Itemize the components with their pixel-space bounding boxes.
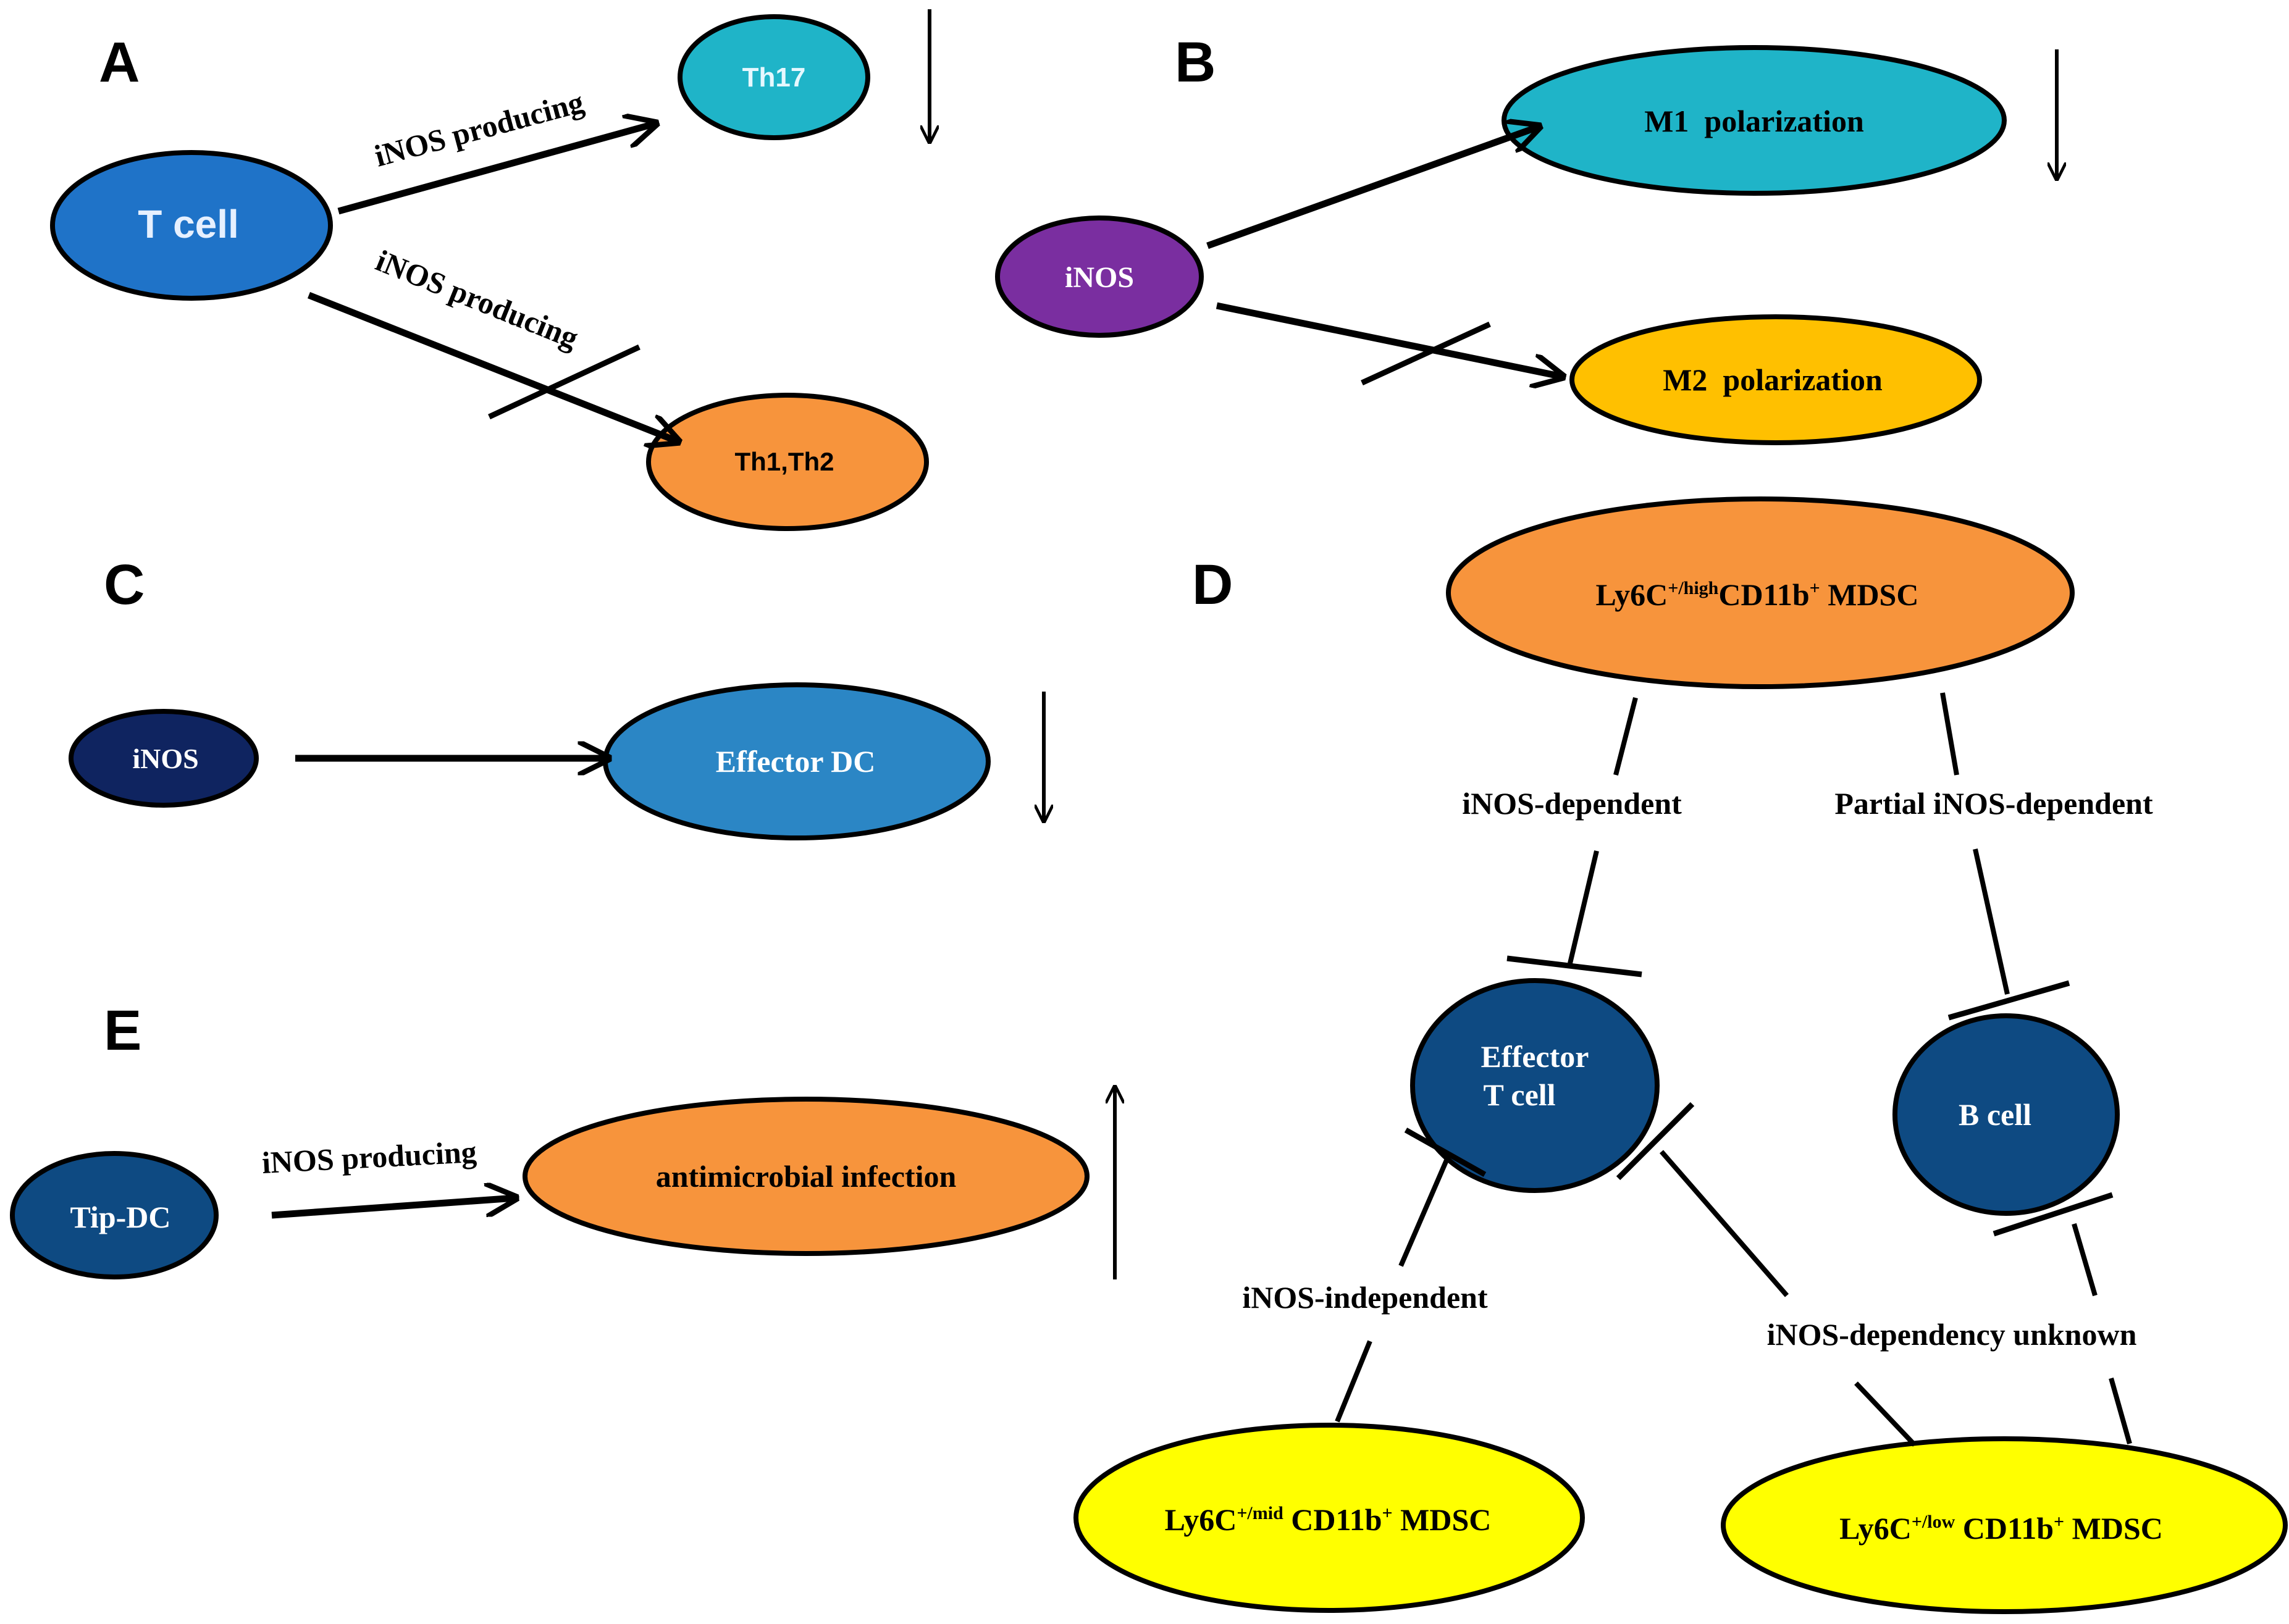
th17-node	[678, 14, 870, 140]
panel-e: E Tip-DC antimicrobial infection iNOS pr…	[10, 999, 1115, 1279]
inhibit-line-low-to-b-lower	[2109, 1377, 2132, 1445]
panel-e-letter: E	[104, 999, 141, 1062]
inhibit-line-high-to-b-lower	[1973, 848, 2010, 995]
tip-dc-label: Tip-DC	[70, 1200, 170, 1234]
mdsc-mid-node	[1073, 1423, 1585, 1613]
inhibit-line-low-to-t-upper	[1659, 1150, 1789, 1297]
t-cell-node	[50, 150, 333, 301]
b-cell-node	[1892, 1013, 2120, 1216]
panel-d-letter: D	[1192, 553, 1233, 616]
edge-label-independent: iNOS-independent	[1242, 1280, 1488, 1315]
inhibit-line-low-to-b-upper	[2072, 1223, 2098, 1297]
inhibit-bar-b-top	[1947, 980, 2070, 1021]
panel-a-letter: A	[99, 31, 140, 94]
inos-label-b: iNOS	[1065, 261, 1134, 294]
panel-c: C iNOS Effector DC	[69, 553, 1044, 840]
inhibit-bar-t-top	[1506, 955, 1642, 977]
m2-label: M2 polarization	[1663, 362, 1883, 397]
effector-dc-label: Effector DC	[716, 744, 876, 779]
inhibit-line-low-to-t-lower	[1854, 1381, 1917, 1447]
m1-label: M1 polarization	[1644, 104, 1864, 138]
arrow-tcell-th1th2	[307, 291, 678, 442]
th1-th2-node	[646, 393, 929, 531]
edge-label-unknown: iNOS-dependency unknown	[1767, 1317, 2137, 1352]
infection-label: antimicrobial infection	[656, 1159, 957, 1194]
mdsc-low-label: Ly6C+/low CD11b+ MDSC	[1839, 1511, 2163, 1546]
mdsc-high-label: Ly6C+/highCD11b+ MDSC	[1596, 577, 1919, 612]
inhibit-bar-b-bottom	[1993, 1192, 2114, 1237]
inos-node-c	[69, 709, 259, 808]
block-mark-m2	[1361, 321, 1491, 386]
th17-label: Th17	[742, 62, 806, 93]
arrow-inos-m1	[1206, 127, 1539, 249]
mdsc-low-node	[1721, 1436, 2288, 1614]
inhibit-line-high-to-b-upper	[1940, 692, 1959, 776]
inhibit-bar-t-left	[1404, 1128, 1487, 1177]
inhibit-line-mid-to-t-upper	[1398, 1155, 1451, 1267]
panel-b-letter: B	[1175, 31, 1216, 94]
inhibit-line-high-to-t-upper	[1613, 697, 1638, 776]
edge-label-upper: iNOS producing	[371, 85, 587, 174]
inhibit-line-mid-to-t-lower	[1335, 1340, 1372, 1423]
edge-label-lower: iNOS producing	[371, 243, 583, 355]
inhibit-line-high-to-t-lower	[1568, 850, 1599, 964]
effector-t-cell-label-2: T cell	[1483, 1078, 1555, 1112]
t-cell-label: T cell	[138, 202, 239, 246]
inos-label-c: iNOS	[132, 743, 198, 774]
edge-label-dependent: iNOS-dependent	[1462, 786, 1682, 821]
edge-label-partial: Partial iNOS-dependent	[1834, 786, 2153, 821]
m2-node	[1569, 314, 1982, 445]
mdsc-mid-label: Ly6C+/mid CD11b+ MDSC	[1165, 1502, 1492, 1537]
panel-a: A T cell Th17 Th1,Th2 iNOS producing iNO…	[50, 9, 930, 531]
effector-t-cell-node	[1410, 978, 1660, 1193]
infection-node	[523, 1097, 1090, 1256]
panel-d: D Ly6C+/highCD11b+ MDSC Effector T cell …	[1073, 496, 2288, 1614]
b-cell-label: B cell	[1959, 1097, 2031, 1132]
block-mark-th1th2	[488, 344, 640, 420]
mdsc-high-node	[1446, 496, 2075, 689]
arrow-tcell-th17	[337, 123, 656, 215]
inhibit-bar-t-right	[1616, 1102, 1695, 1181]
edge-label-e: iNOS producing	[261, 1134, 477, 1180]
arrow-tipdc-infection	[271, 1198, 516, 1219]
panel-b: B iNOS M1 polarization M2 polarization	[995, 31, 2057, 445]
th1-th2-label: Th1,Th2	[734, 447, 834, 476]
tip-dc-node	[10, 1151, 219, 1279]
effector-t-cell-label-1: Effector	[1481, 1039, 1589, 1074]
inos-node-b	[995, 216, 1204, 338]
arrow-inos-m2	[1216, 302, 1563, 377]
panel-c-letter: C	[104, 553, 145, 616]
m1-node	[1502, 45, 2007, 196]
